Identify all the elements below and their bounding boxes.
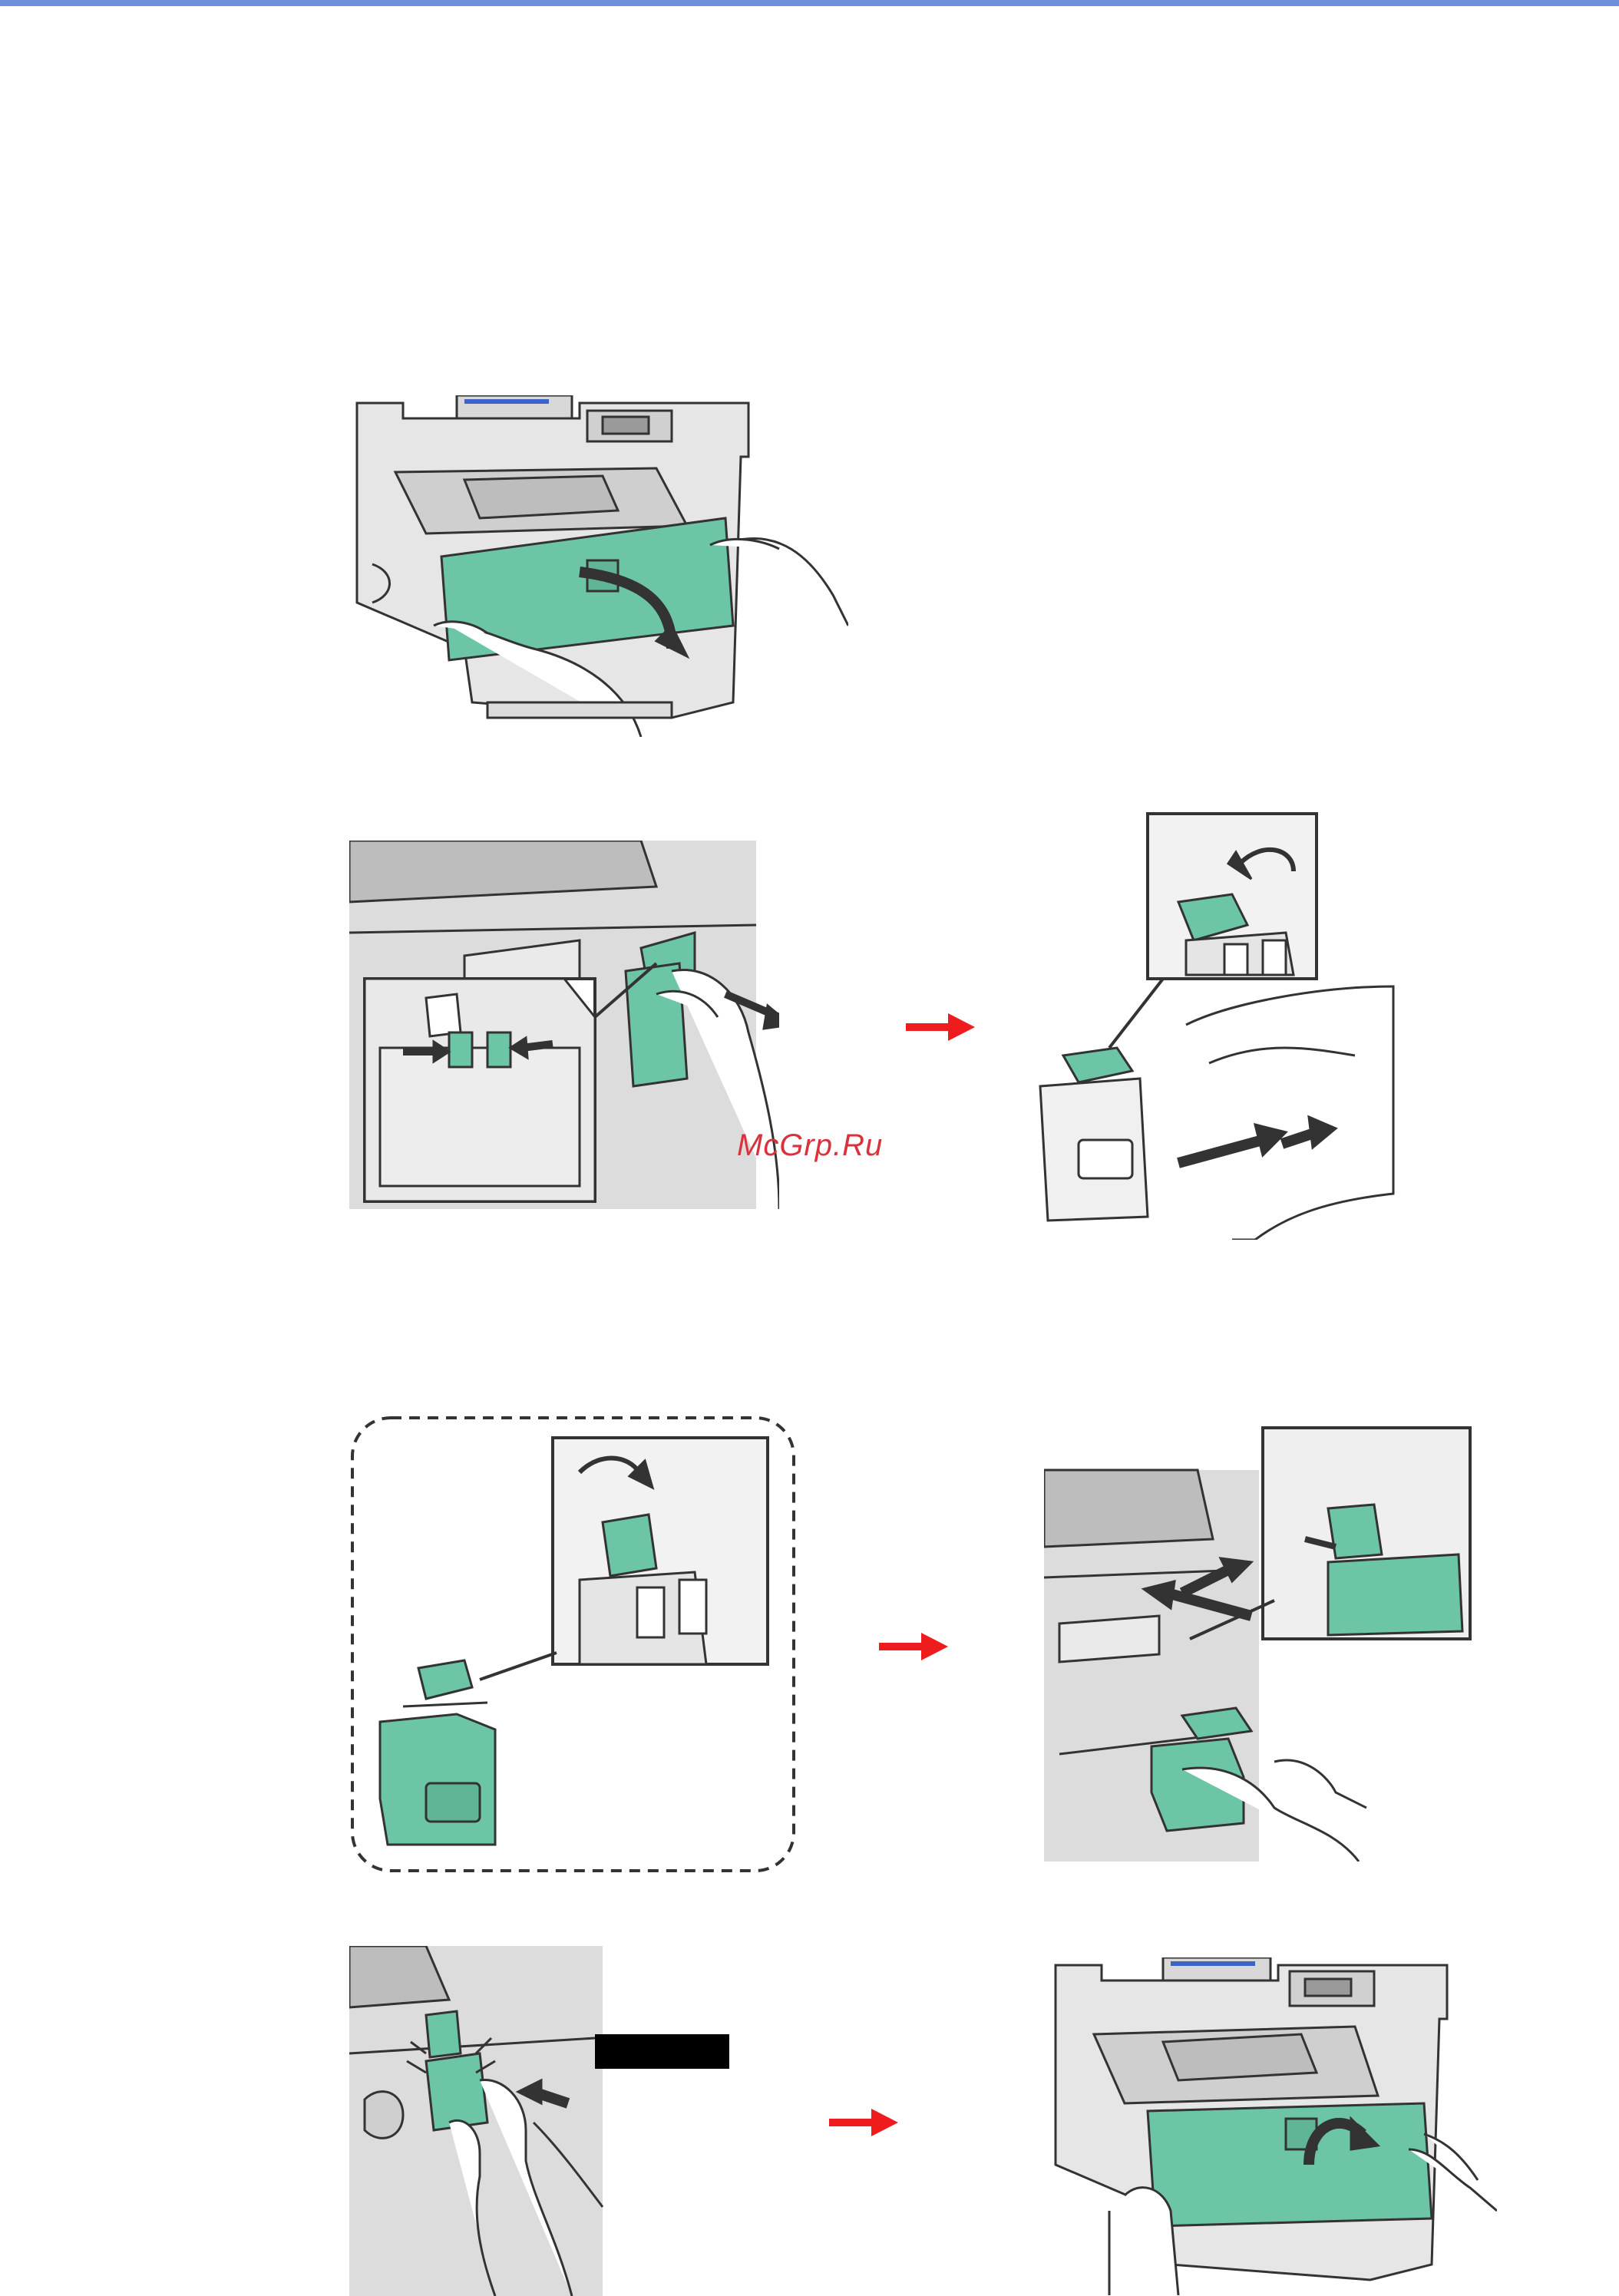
printer-front-cover-open-icon [349, 395, 848, 737]
waste-toner-box-cap-bag-icon [1033, 810, 1401, 1240]
next-step-arrow-icon [906, 1012, 975, 1042]
waste-toner-box-release-icon [349, 841, 779, 1209]
insert-waste-toner-box-icon [1044, 1424, 1474, 1862]
page-top-rule [0, 0, 1619, 6]
printer-front-cover-close-icon [1048, 1957, 1497, 2295]
next-step-arrow-icon [829, 2107, 898, 2138]
new-waste-toner-box-cap-icon [349, 1415, 798, 1875]
next-step-arrow-icon [879, 1631, 948, 1662]
waste-toner-box-click-icon [349, 1946, 733, 2296]
watermark: McGrp.Ru [737, 1128, 883, 1163]
